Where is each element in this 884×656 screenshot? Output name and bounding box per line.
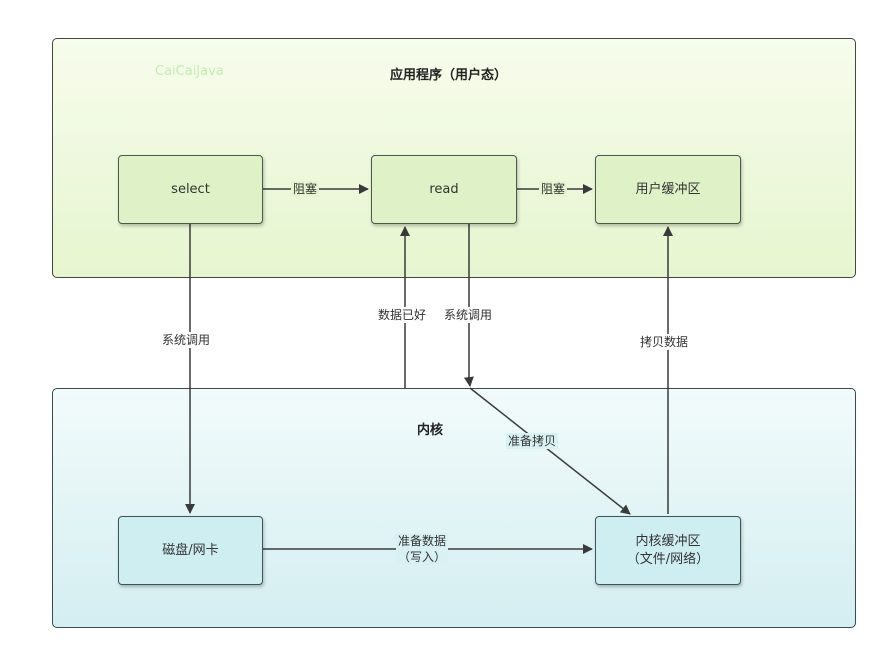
kernel-buffer-node[interactable]: 内核缓冲区 （文件/网络） bbox=[595, 516, 741, 585]
edge-prepare-copy bbox=[469, 387, 631, 515]
disk-nic-node[interactable]: 磁盘/网卡 bbox=[118, 516, 263, 585]
edge-label-prepare-data: 准备数据 （写入） bbox=[396, 533, 449, 565]
edge-label-read-syscall: 系统调用 bbox=[442, 307, 495, 323]
watermark-text: CaiCaiJava bbox=[155, 64, 224, 79]
read-node[interactable]: read bbox=[371, 155, 517, 224]
edge-label-read-to-user-buffer: 阻塞 bbox=[539, 181, 568, 197]
edge-label-copy-data: 拷贝数据 bbox=[638, 334, 691, 350]
edge-label-data-ready: 数据已好 bbox=[376, 307, 429, 323]
edge-label-prepare-copy: 准备拷贝 bbox=[506, 433, 559, 449]
kernel-title: 内核 bbox=[417, 423, 444, 438]
edge-label-select-to-read: 阻塞 bbox=[291, 181, 320, 197]
select-node[interactable]: select bbox=[118, 155, 263, 224]
user-space-title: 应用程序（用户态） bbox=[390, 68, 508, 83]
user-buffer-node[interactable]: 用户缓冲区 bbox=[595, 155, 741, 224]
edge-read-syscall bbox=[463, 224, 474, 387]
edge-label-select-syscall: 系统调用 bbox=[160, 332, 213, 348]
